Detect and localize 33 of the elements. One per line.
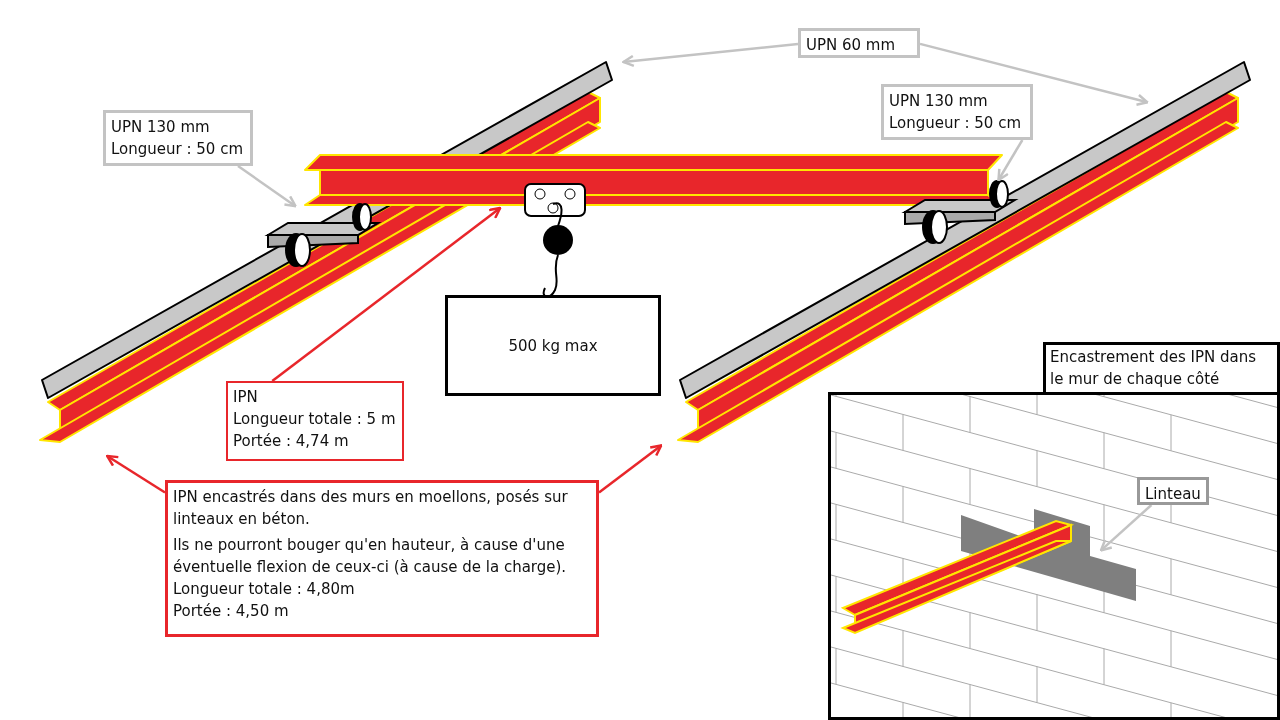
- arrow: [1099, 504, 1153, 552]
- callout-text: Longueur : 50 cm: [111, 139, 244, 160]
- arrow: [997, 139, 1024, 182]
- callout-text: Portée : 4,50 m: [173, 601, 290, 622]
- callout-box: [798, 28, 920, 58]
- arrow: [919, 42, 1149, 106]
- callout-text: Ils ne pourront bouger qu'en hauteur, à cause d'une éventuelle flexion de ceux-ci (à cause de la charge).: [173, 535, 568, 578]
- callout-box: [103, 110, 253, 166]
- callout-box: [165, 480, 599, 637]
- arrow: [237, 164, 297, 208]
- callout-text: IPN: [233, 387, 259, 408]
- callout-box: [1137, 477, 1209, 505]
- callout-text: UPN 130 mm: [111, 117, 211, 138]
- inset-heading: Encastrement des IPN dans le mur de chaque côté: [1043, 342, 1280, 392]
- arrow: [598, 444, 663, 494]
- arrow: [271, 206, 502, 382]
- callout-box: [881, 84, 1033, 140]
- callout-text: Longueur : 50 cm: [889, 113, 1022, 134]
- load-box: [445, 295, 661, 396]
- load-text: 500 kg max: [508, 335, 598, 357]
- callout-text: UPN 60 mm: [806, 35, 897, 56]
- callout-text: IPN encastrés dans des murs en moellons, posés sur linteaux en béton.: [173, 487, 569, 530]
- callout-text: Longueur totale : 5 m: [233, 409, 397, 430]
- arrow: [105, 454, 166, 494]
- callout-text: UPN 130 mm: [889, 91, 989, 112]
- cross-beam: [304, 154, 1003, 206]
- callout-text: Linteau: [1145, 484, 1201, 505]
- callout-text: Portée : 4,74 m: [233, 431, 350, 452]
- callout-box: [226, 381, 404, 461]
- trolley-drawing: [264, 203, 382, 267]
- arrow: [622, 42, 799, 68]
- callout-text: Longueur totale : 4,80m: [173, 579, 356, 600]
- trolley-drawing: [901, 180, 1019, 244]
